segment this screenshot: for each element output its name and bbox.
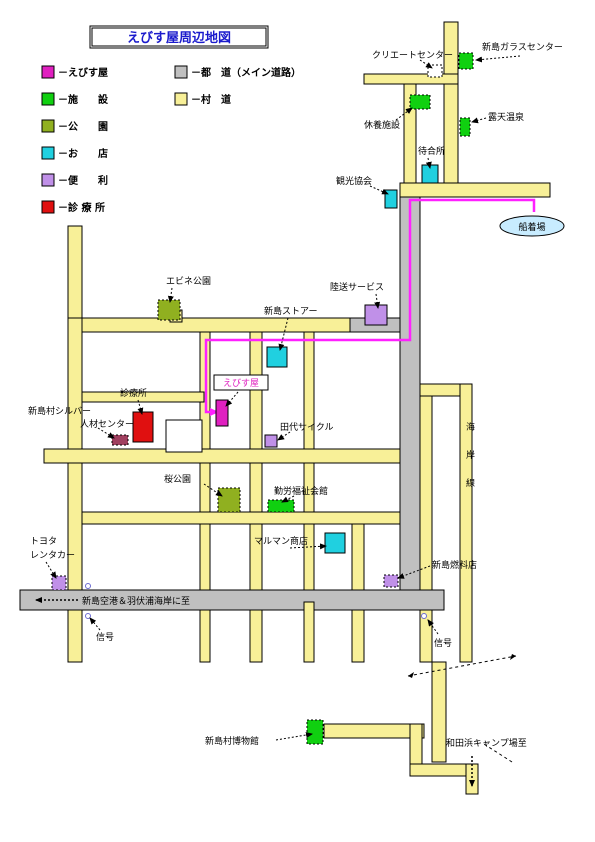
wadahama-direction: 和田浜キャンプ場至 <box>446 737 527 787</box>
place-epine-park: エビネ公園 <box>157 276 211 321</box>
niijima-store-label: 新島ストアー <box>264 305 317 317</box>
coast-line-char-3: 線 <box>466 477 475 489</box>
svg-text:－都 道（メイン道路）: －都 道（メイン道路） <box>191 66 301 79</box>
route-line <box>204 198 536 416</box>
wadahama-label: 和田浜キャンプ場至 <box>446 737 527 749</box>
coast-line-char-1: 海 <box>466 421 475 433</box>
silver-label-line2: 人材センター <box>80 418 134 430</box>
museum-label: 新島村博物館 <box>205 735 259 747</box>
coast-dashed-line <box>407 654 517 763</box>
signal-left-label: 信号 <box>96 631 114 643</box>
toyota-label-line1: トヨタ <box>30 536 57 547</box>
place-machiai: 待合所 <box>418 145 445 184</box>
place-ebisuya: えびす屋 <box>213 374 269 427</box>
legend-item-shop: －お 店 <box>41 146 108 160</box>
svg-text:－村 道: －村 道 <box>191 93 231 106</box>
machiai-label: 待合所 <box>418 145 445 157</box>
map-title: えびす屋周辺地図 <box>89 25 269 49</box>
legend-item-road-tokyo: －都 道（メイン道路） <box>174 65 301 79</box>
port-label: 船着場 <box>518 221 545 233</box>
place-clinic: 診療所 <box>120 387 154 443</box>
airport-label: 新島空港＆羽伏浦海岸に至 <box>82 595 190 607</box>
coast-line-char-2: 岸 <box>466 450 475 461</box>
glass-center-label: 新島ガラスセンター <box>482 41 563 53</box>
legend-item-road-village: －村 道 <box>174 92 231 106</box>
coast-line-label: 海 岸 線 <box>466 421 475 489</box>
toyota-label-line2: レンタカー <box>30 550 75 561</box>
maruman-label: マルマン商店 <box>254 535 308 547</box>
clinic-label: 診療所 <box>120 387 147 399</box>
svg-text:－お 店: －お 店 <box>58 147 108 160</box>
place-rotenburo: 露天温泉 <box>459 111 524 137</box>
place-toyota: トヨタ レンタカー <box>30 536 75 591</box>
place-nenryo: 新島燃料店 <box>383 559 477 588</box>
rest-facility-label: 休養施設 <box>364 119 400 131</box>
silver-label-line1: 新島村シルバー <box>28 405 91 417</box>
legend-item-facility: －施 設 <box>41 92 109 106</box>
place-maruman: マルマン商店 <box>254 532 346 554</box>
legend: －えびす屋 －施 設 －公 園 －お 店 －便 利 －診 療 所 －都 道（メイ… <box>41 65 301 214</box>
legend-item-convenience: －便 利 <box>41 173 108 187</box>
rikuso-label: 陸送サービス <box>330 281 384 293</box>
kinro-label: 勤労福祉会館 <box>274 485 328 497</box>
legend-item-ebisuya: －えびす屋 <box>41 65 108 79</box>
create-center-label: クリエートセンター <box>372 50 453 61</box>
place-museum: 新島村博物館 <box>205 719 324 747</box>
place-glass-center: 新島ガラスセンター <box>458 41 563 70</box>
place-sakura-park: 桜公園 <box>164 473 241 513</box>
village-roads <box>19 21 551 795</box>
signal-left: 信号 <box>85 583 114 643</box>
epine-park-label: エビネ公園 <box>166 276 211 287</box>
place-silver: 新島村シルバー 人材センター <box>28 405 134 446</box>
place-kanko: 観光協会 <box>336 175 398 209</box>
place-niijima-store: 新島ストアー <box>264 305 317 368</box>
svg-text:－えびす屋: －えびす屋 <box>58 66 108 79</box>
signal-right: 信号 <box>421 613 452 649</box>
legend-item-clinic: －診 療 所 <box>41 200 105 214</box>
svg-text:－公 園: －公 園 <box>58 121 108 133</box>
port-marker: 船着場 <box>499 215 565 237</box>
legend-item-park: －公 園 <box>41 119 108 133</box>
svg-text:－診 療 所: －診 療 所 <box>58 201 105 214</box>
map-title-text: えびす屋周辺地図 <box>127 30 231 46</box>
tashiro-label: 田代サイクル <box>280 422 334 433</box>
ebisuya-label: えびす屋 <box>223 378 259 389</box>
sakura-park-label: 桜公園 <box>164 473 191 485</box>
place-kinro: 勤労福祉会館 <box>267 485 328 513</box>
kanko-label: 観光協会 <box>336 175 372 187</box>
signal-right-label: 信号 <box>434 637 452 649</box>
place-rikuso: 陸送サービス <box>330 281 388 326</box>
place-rest-facility: 休養施設 <box>364 94 431 131</box>
svg-text:－便 利: －便 利 <box>58 174 108 187</box>
airport-direction: 新島空港＆羽伏浦海岸に至 <box>35 595 190 607</box>
place-create-center: クリエートセンター <box>372 50 453 78</box>
svg-text:－施 設: －施 設 <box>58 93 109 106</box>
nenryo-label: 新島燃料店 <box>432 559 477 571</box>
place-tashiro: 田代サイクル <box>264 422 334 448</box>
rotenburo-label: 露天温泉 <box>488 111 524 123</box>
